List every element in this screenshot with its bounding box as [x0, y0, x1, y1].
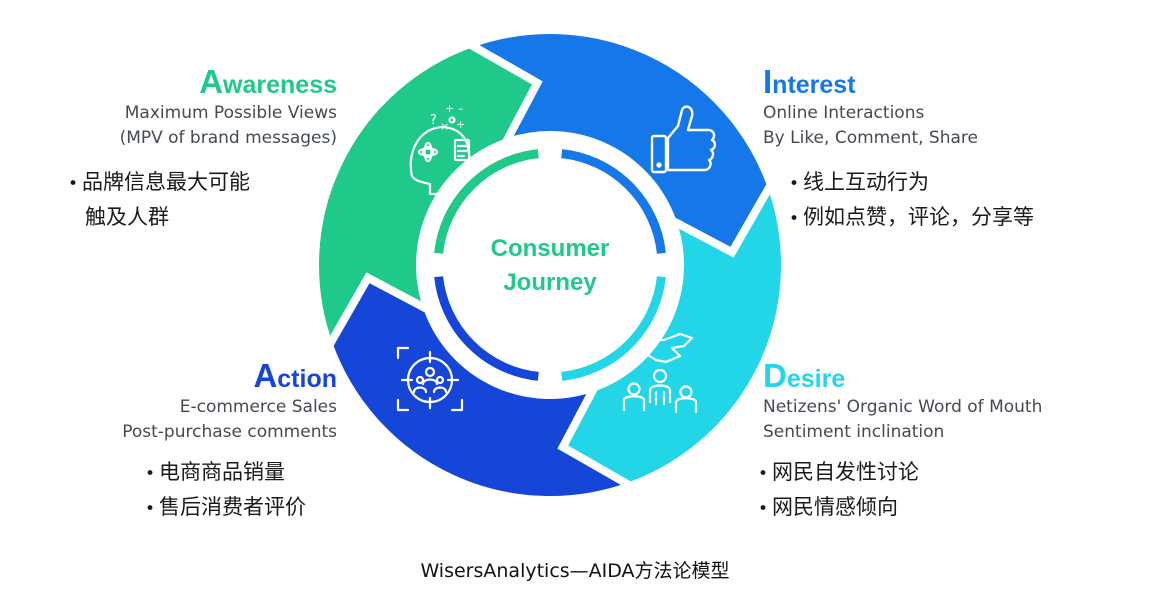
desire-cn-list: •网民自发性讨论 •网民情感倾向 — [758, 456, 919, 526]
interest-subtitle-line1: Online Interactions — [763, 103, 925, 123]
interest-inner-arc — [561, 149, 666, 254]
awareness-inner-arc — [434, 149, 539, 254]
interest-subtitle-line2: By Like, Comment, Share — [763, 128, 978, 148]
desire-subtitle-line1: Netizens' Organic Word of Mouth — [763, 397, 1043, 417]
awareness-segment — [311, 39, 543, 355]
interest-cn-list: •线上互动行为 •例如点赞，评论，分享等 — [789, 166, 1034, 236]
action-block: Action E-commerce Sales Post-purchase co… — [122, 357, 337, 445]
awareness-title: Awareness — [199, 63, 337, 100]
action-cn-list: •电商商品销量 •售后消费者评价 — [145, 456, 306, 526]
center-title-line1: Consumer — [491, 235, 610, 262]
awareness-block: Awareness Maximum Possible Views (MPV of… — [119, 63, 337, 151]
interest-title: Interest — [763, 63, 856, 100]
interest-segment — [460, 26, 776, 258]
target-audience-icon — [396, 346, 464, 412]
interest-block: Interest Online Interactions By Like, Co… — [763, 63, 978, 151]
figure-caption: WisersAnalytics—AIDA方法论模型 — [420, 560, 730, 582]
action-cn-item: •电商商品销量 — [145, 460, 286, 484]
awareness-cn-item-continued: 触及人群 — [85, 205, 169, 229]
action-subtitle-line1: E-commerce Sales — [179, 397, 337, 417]
interest-cn-item: •例如点赞，评论，分享等 — [789, 205, 1035, 229]
interest-cn-item: •线上互动行为 — [789, 170, 930, 194]
desire-cn-item: •网民情感倾向 — [758, 495, 899, 519]
action-title: Action — [253, 357, 337, 394]
svg-text:×: × — [440, 120, 449, 133]
awareness-cn-item: •品牌信息最大可能 — [68, 170, 251, 194]
svg-text:–: – — [458, 102, 464, 115]
action-cn-item: •售后消费者评价 — [145, 495, 307, 519]
people-hand-icon — [622, 332, 698, 414]
svg-text:+: + — [445, 102, 454, 115]
desire-title: Desire — [763, 357, 846, 394]
action-segment — [324, 272, 640, 504]
svg-text:+: + — [456, 118, 465, 131]
action-inner-arc — [434, 276, 539, 381]
awareness-subtitle-line1: Maximum Possible Views — [124, 103, 337, 123]
desire-inner-arc — [561, 276, 666, 381]
action-subtitle-line2: Post-purchase comments — [122, 422, 337, 442]
awareness-cn-list: •品牌信息最大可能 触及人群 — [68, 166, 250, 234]
desire-cn-item: •网民自发性讨论 — [758, 460, 920, 484]
desire-block: Desire Netizens' Organic Word of Mouth S… — [763, 357, 1043, 445]
brain-ideas-icon: ? + – × + — [409, 102, 476, 196]
center-title-line2: Journey — [503, 269, 597, 296]
center-disc — [444, 159, 656, 371]
svg-text:?: ? — [430, 113, 437, 128]
awareness-subtitle-line2: (MPV of brand messages) — [119, 128, 337, 148]
desire-subtitle-line2: Sentiment inclination — [763, 422, 945, 442]
thumbs-up-icon — [650, 105, 717, 174]
